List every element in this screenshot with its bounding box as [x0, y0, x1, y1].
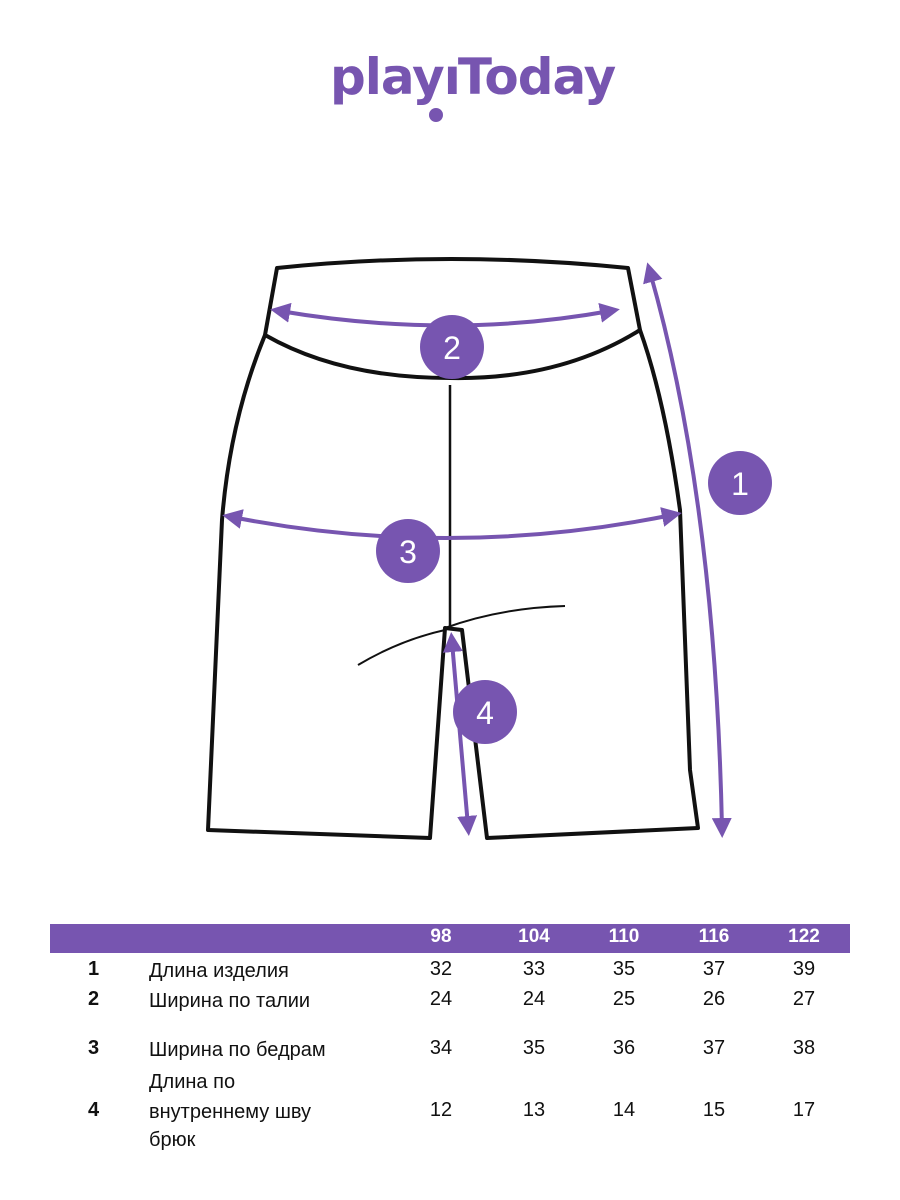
measure-markers	[376, 315, 772, 744]
row-label: Ширина по талии	[149, 990, 311, 1012]
size-122: 122	[788, 926, 820, 947]
size-110: 110	[608, 926, 640, 947]
cell: 15	[702, 1099, 726, 1121]
row-number: 4	[88, 1099, 100, 1121]
cell: 37	[702, 958, 726, 980]
marker-3: 3	[399, 534, 417, 570]
cell: 35	[522, 1037, 546, 1059]
cell: 33	[522, 958, 546, 980]
row-label: Длина изделия	[149, 960, 289, 982]
measure-arrow-3	[222, 507, 682, 540]
marker-1: 1	[731, 466, 749, 502]
logo-dot	[429, 108, 443, 122]
cell: 17	[792, 1099, 816, 1121]
cell: 24	[429, 988, 453, 1010]
cell: 35	[612, 958, 636, 980]
row-label-line: Длина по	[149, 1071, 236, 1093]
row-number: 1	[88, 958, 100, 980]
cell: 26	[702, 988, 726, 1010]
cell: 25	[612, 988, 636, 1010]
row-label: Ширина по бедрам	[149, 1039, 326, 1061]
measure-arrow-1	[643, 262, 732, 838]
cell: 14	[612, 1099, 636, 1121]
cell: 32	[429, 958, 453, 980]
cell: 38	[792, 1037, 816, 1059]
cell: 13	[522, 1099, 546, 1121]
cell: 36	[612, 1037, 636, 1059]
cell: 24	[522, 988, 546, 1010]
row-label-line: внутреннему шву	[149, 1101, 312, 1123]
brand-logo: playıToday	[330, 48, 616, 106]
row-label-line: брюк	[149, 1129, 196, 1151]
size-116: 116	[698, 926, 730, 947]
shorts-diagram: 1 2 3 4	[206, 257, 772, 840]
cell: 37	[702, 1037, 726, 1059]
measure-arrow-4	[442, 632, 478, 836]
marker-2: 2	[443, 330, 461, 366]
marker-4: 4	[476, 695, 494, 731]
cell: 39	[792, 958, 816, 980]
cell: 27	[792, 988, 816, 1010]
size-98: 98	[430, 926, 452, 947]
cell: 34	[429, 1037, 453, 1059]
size-table-header: 98 104 110 116 122	[50, 924, 850, 953]
row-number: 3	[88, 1037, 100, 1059]
row-number: 2	[88, 988, 100, 1010]
cell: 12	[429, 1099, 453, 1121]
size-104: 104	[518, 926, 550, 947]
